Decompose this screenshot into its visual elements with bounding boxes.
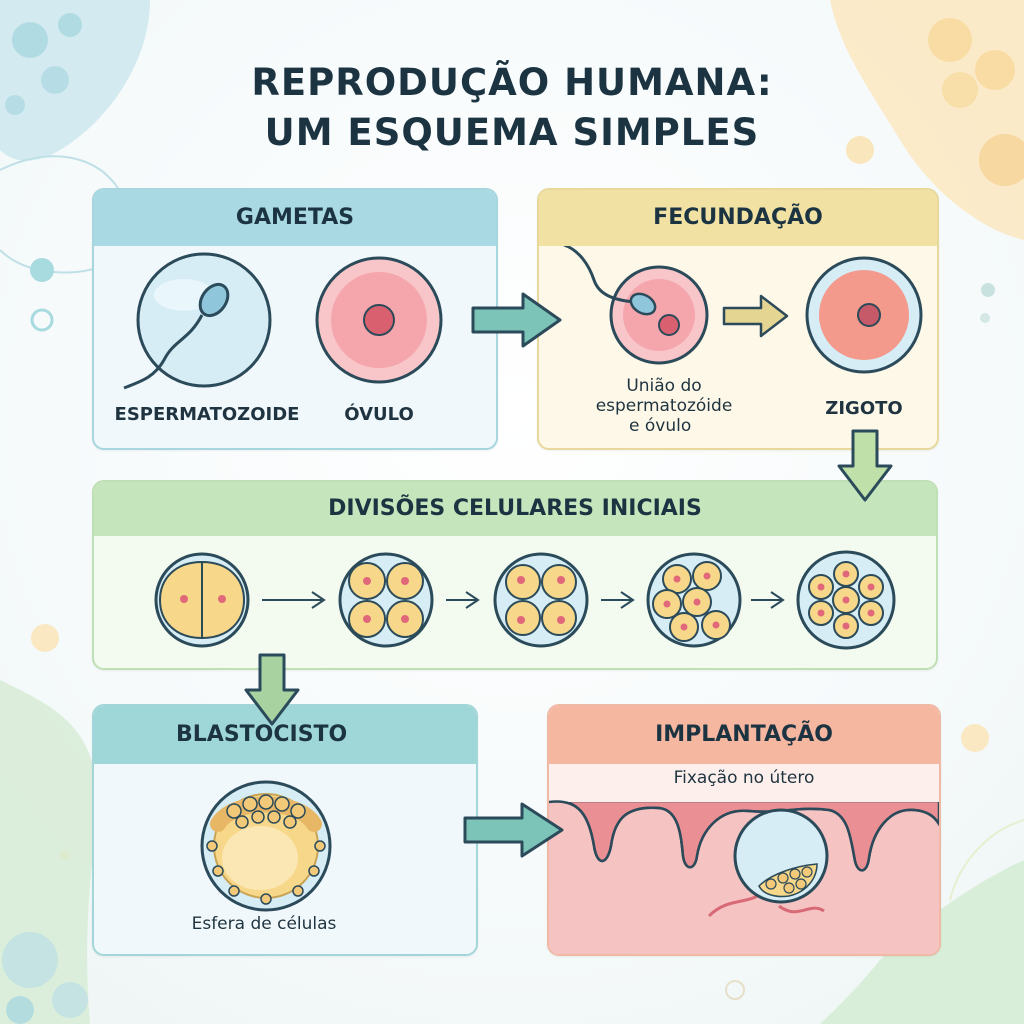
morula-stage-icon xyxy=(796,550,896,650)
eight-cell-stage-icon xyxy=(493,552,589,648)
gametas-heading: GAMETAS xyxy=(94,190,496,246)
page-title: REPRODUÇÃO HUMANA: UM ESQUEMA SIMPLES xyxy=(0,58,1024,158)
gametas-panel: GAMETAS ESPERMATOZOIDE ÓVULO xyxy=(92,188,498,450)
blastocisto-panel: BLASTOCISTO Esfera de células xyxy=(92,704,478,956)
blastocisto-illustration xyxy=(200,780,332,912)
fecundacao-to-zigoto-arrow xyxy=(722,294,789,338)
sperm-icon xyxy=(123,252,272,390)
divisoes-heading: DIVISÕES CELULARES INICIAIS xyxy=(94,482,936,536)
fecundacao-panel: FECUNDAÇÃO União do espermatozóide e óvu… xyxy=(537,188,939,450)
gametas-to-fecundacao-arrow xyxy=(471,292,562,348)
blastocisto-caption: Esfera de células xyxy=(191,914,337,934)
union-caption-line-1: União do xyxy=(626,376,702,396)
egg-label: ÓVULO xyxy=(344,404,414,425)
union-caption-line-3: e óvulo xyxy=(629,416,692,436)
multi-cell-stage-icon xyxy=(646,552,742,648)
divisoes-panel: DIVISÕES CELULARES INICIAIS xyxy=(92,480,938,670)
divisoes-illustration xyxy=(154,550,896,650)
sperm-label: ESPERMATOZOIDE xyxy=(114,404,300,425)
zygote-icon xyxy=(805,256,923,374)
title-line-2: UM ESQUEMA SIMPLES xyxy=(264,111,760,154)
implantacao-illustration xyxy=(549,766,939,954)
zigoto-to-divisoes-arrow xyxy=(837,429,893,502)
implantacao-panel: IMPLANTAÇÃO Fixação no útero xyxy=(547,704,941,956)
fecundacao-illustration xyxy=(563,243,923,374)
four-cell-stage-icon xyxy=(338,552,434,648)
implanting-blastocyst-icon xyxy=(733,808,829,904)
blastocisto-to-implantacao-arrow xyxy=(463,802,564,858)
division-arrow-3 xyxy=(601,591,635,609)
two-cell-stage-icon xyxy=(154,552,250,648)
uterus-wall-icon xyxy=(549,766,939,954)
blastocyst-icon xyxy=(200,780,332,912)
implantacao-caption: Fixação no útero xyxy=(673,768,815,788)
division-arrow-4 xyxy=(751,591,785,609)
fertilization-icon xyxy=(563,243,709,365)
implantacao-heading: IMPLANTAÇÃO xyxy=(549,706,939,764)
division-arrow-1 xyxy=(262,591,326,609)
union-caption: União do espermatozóide e óvulo xyxy=(569,376,759,436)
divisoes-to-blastocisto-arrow xyxy=(244,653,300,726)
division-arrow-2 xyxy=(446,591,480,609)
title-line-1: REPRODUÇÃO HUMANA: xyxy=(251,61,773,104)
zygote-label: ZIGOTO xyxy=(825,398,903,419)
union-caption-line-2: espermatozóide xyxy=(595,396,733,416)
blastocisto-heading: BLASTOCISTO xyxy=(94,706,476,764)
gametas-illustration xyxy=(123,252,443,390)
egg-icon xyxy=(315,256,443,384)
fecundacao-heading: FECUNDAÇÃO xyxy=(539,190,937,246)
